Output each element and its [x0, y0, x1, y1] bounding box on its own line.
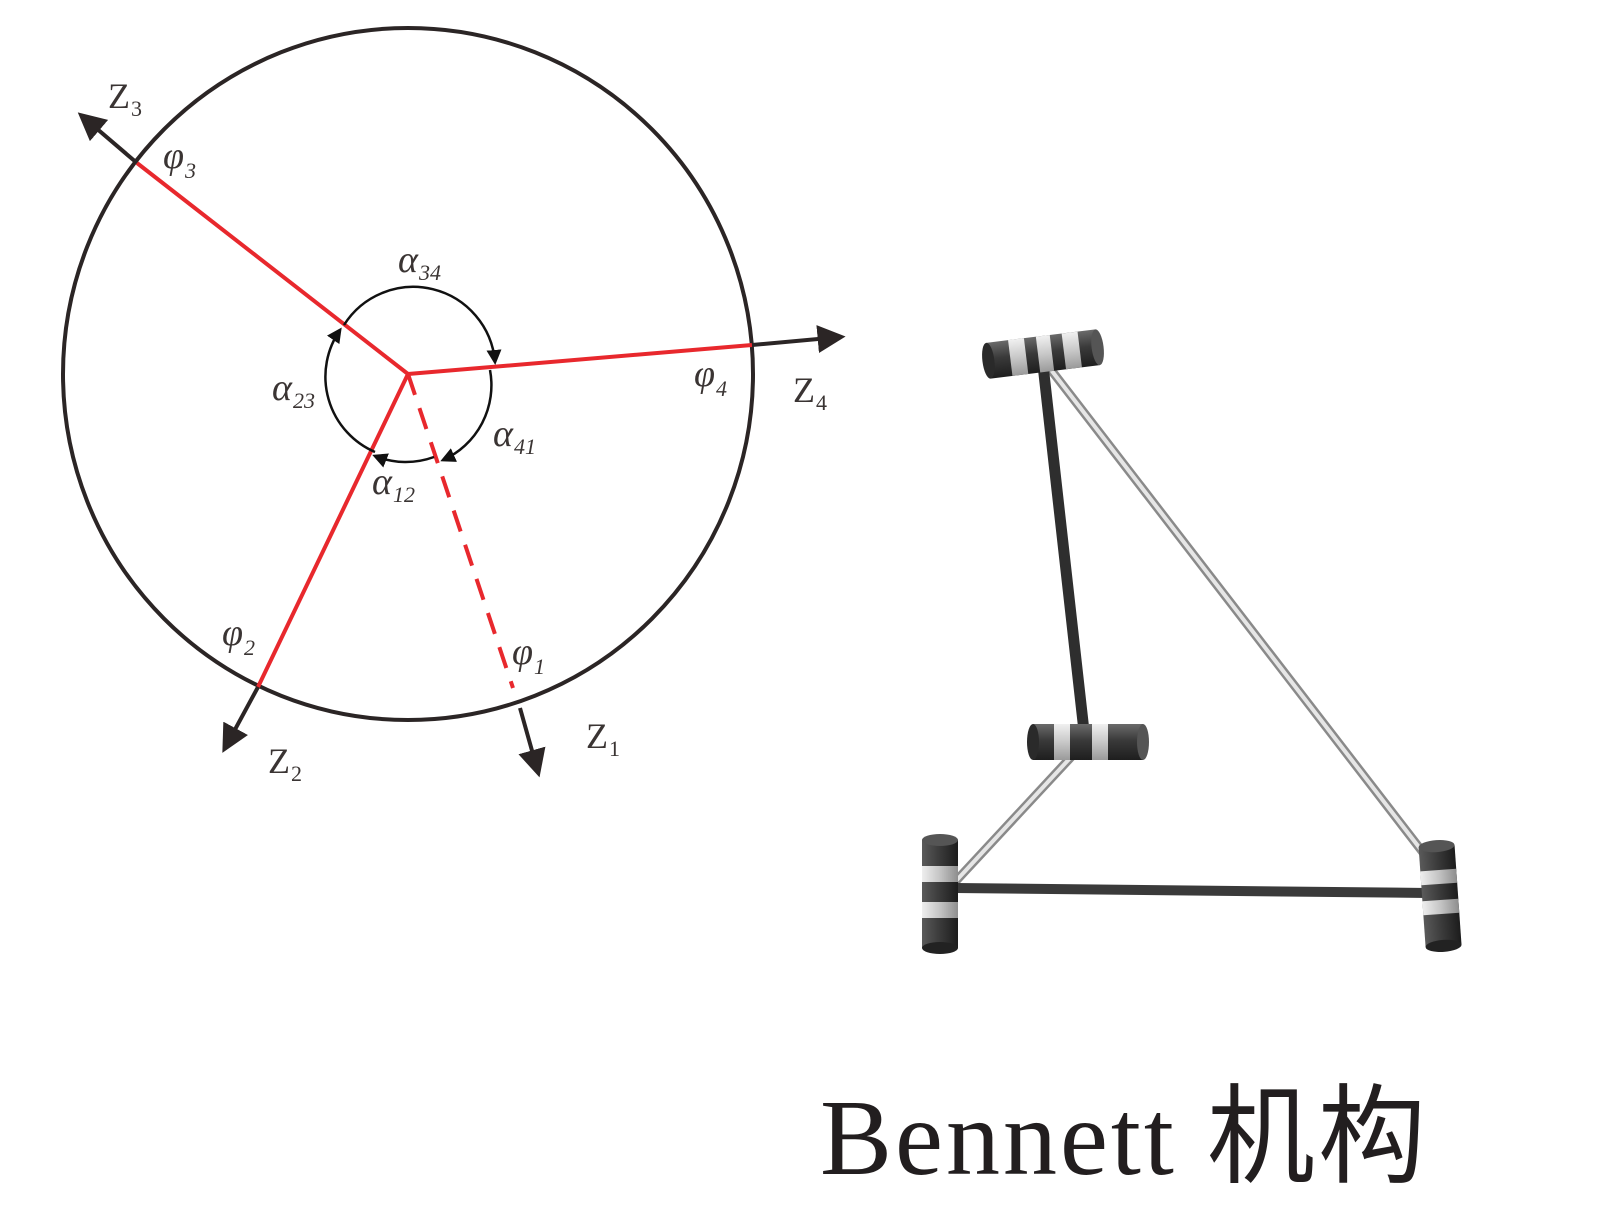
- bennett-linkage-3d: [922, 329, 1462, 954]
- rod-top-to-middle: [1037, 359, 1091, 746]
- label-phi2: φ2: [222, 612, 255, 660]
- arc-alpha-34: [342, 285, 502, 365]
- joint-cylinder-right: [1418, 840, 1462, 952]
- link-to-joint-4: [407, 343, 753, 376]
- label-z1: Z1: [586, 716, 620, 761]
- twist-angle-labels: α34 α23 α12 α41: [272, 239, 536, 507]
- axis-z3-arrow: [77, 112, 139, 165]
- joint-cylinder-middle: [1027, 724, 1149, 760]
- axis-z4-arrow: [751, 325, 846, 353]
- rod-top-to-bottom-right-highlight: [1043, 360, 1437, 870]
- label-alpha34: α34: [398, 239, 441, 285]
- axis-arrows: [77, 112, 846, 778]
- link-to-joint-1-dashed: [406, 373, 515, 689]
- arc-alpha-23: [324, 327, 376, 454]
- label-z2: Z2: [268, 741, 302, 786]
- link-to-joint-3: [135, 161, 410, 376]
- label-phi4: φ4: [694, 353, 727, 401]
- label-z4: Z4: [793, 370, 827, 415]
- axis-labels: Z3 Z4 Z2 Z1: [108, 76, 827, 786]
- label-alpha12: α12: [372, 461, 415, 507]
- label-z3: Z3: [108, 76, 142, 121]
- axis-z1-arrow: [518, 707, 546, 778]
- axis-z2-arrow: [222, 686, 260, 753]
- arc-alpha-41: [440, 369, 493, 462]
- label-phi3: φ3: [163, 135, 196, 183]
- label-alpha23: α23: [272, 367, 315, 413]
- joint-cylinder-left: [922, 834, 958, 954]
- joint-angle-labels: φ3 φ4 φ2 φ1: [163, 135, 727, 679]
- twist-angle-arcs: [324, 285, 502, 468]
- rod-middle-to-left-highlight: [953, 740, 1087, 884]
- rod-left-to-right-bottom: [950, 883, 1433, 898]
- unit-sphere-circle: [61, 26, 755, 722]
- link-to-joint-2: [256, 373, 410, 688]
- label-phi1: φ1: [512, 631, 545, 679]
- label-alpha41: α41: [493, 413, 536, 459]
- joint-cylinder-top: [982, 329, 1104, 379]
- caption: Bennett 机构: [820, 1079, 1429, 1198]
- spherical-links: [135, 161, 753, 689]
- arc-alpha-12: [372, 453, 435, 468]
